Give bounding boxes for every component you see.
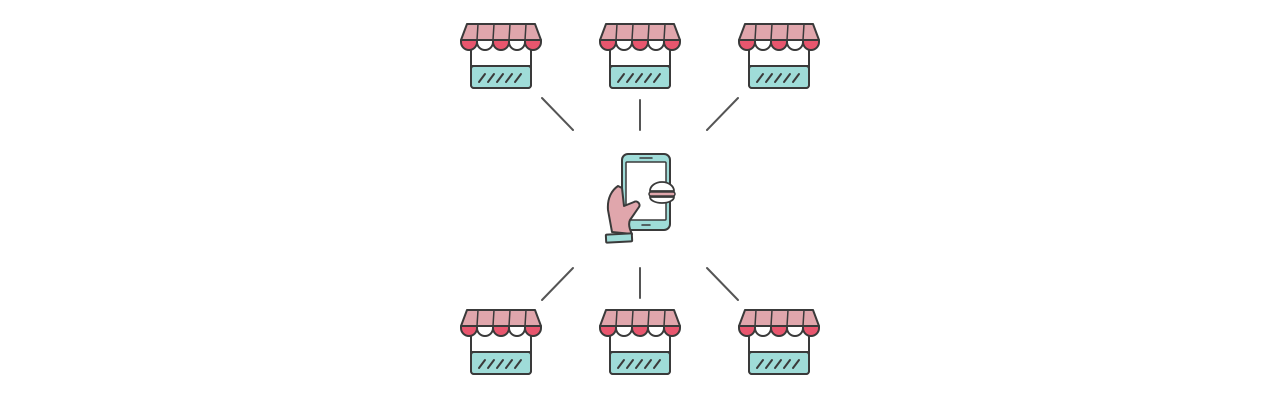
connector-line xyxy=(706,97,739,131)
connector-line xyxy=(706,267,739,301)
storefront-icon xyxy=(738,309,820,375)
storefront-icon xyxy=(599,23,681,89)
storefront-icon xyxy=(738,23,820,89)
storefront-icon xyxy=(599,309,681,375)
storefront-icon xyxy=(460,23,542,89)
storefront-icon xyxy=(460,309,542,375)
connector-line xyxy=(541,267,574,301)
connector-line xyxy=(541,97,574,131)
hand-holding-phone-burger-icon xyxy=(604,153,676,244)
